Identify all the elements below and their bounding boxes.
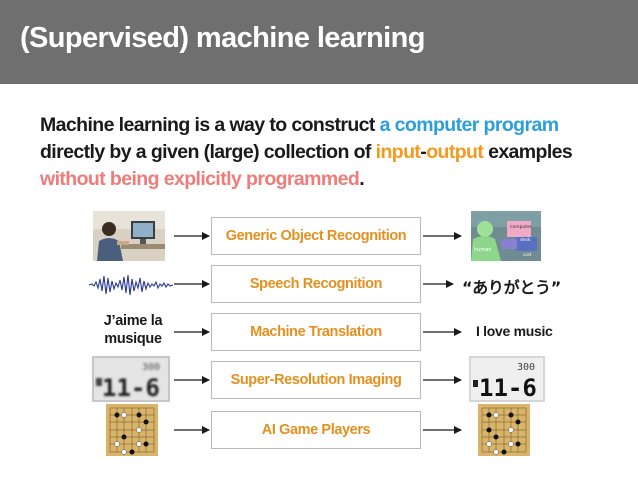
scene-label-desk: desk [520, 237, 531, 243]
intro-text: . [359, 168, 365, 190]
task-super-resolution-imaging: Super-Resolution Imaging [211, 361, 421, 399]
low-resolution-display-image: 300 11-6 [92, 356, 170, 402]
scene-label-cost: cost [523, 252, 532, 257]
low-res-small-number: 300 [142, 362, 160, 373]
intro-text: examples [483, 141, 573, 163]
high-resolution-display-image: 300 11-6 [469, 356, 545, 402]
task-ai-game-players: AI Game Players [211, 411, 421, 449]
translation-input-line-2: musique [104, 331, 162, 347]
highlight-computer-program: a computer program [379, 114, 559, 136]
intro-line-2: directly by a given (large) collection o… [40, 139, 630, 166]
high-res-digits: 11-6 [479, 374, 537, 402]
title-bar: (Supervised) machine learning [0, 0, 638, 84]
segmented-scene-image: computer desk human cost [471, 211, 541, 261]
intro-text: - [420, 141, 427, 163]
person-at-computer-image [93, 211, 165, 261]
scene-label-computer: computer [510, 224, 532, 230]
task-machine-translation: Machine Translation [211, 313, 421, 351]
low-res-digits: 11-6 [102, 374, 160, 402]
audio-waveform-image [89, 274, 173, 296]
intro-line-1: Machine learning is a way to construct a… [40, 112, 630, 139]
task-speech-recognition: Speech Recognition [211, 265, 421, 303]
slide-title: (Supervised) machine learning [20, 22, 425, 54]
translation-input-line-1: J’aime la [103, 313, 163, 329]
high-res-small-number: 300 [517, 362, 535, 373]
intro-text: Machine learning is a way to construct [40, 114, 380, 136]
speech-output-text: “ありがとう” [462, 278, 561, 297]
highlight-not-programmed: without being explicitly programmed [40, 168, 360, 190]
intro-line-3: without being explicitly programmed. [40, 166, 630, 193]
highlight-input: input [375, 141, 421, 163]
highlight-output: output [426, 141, 484, 163]
task-generic-object-recognition: Generic Object Recognition [211, 217, 421, 255]
intro-paragraph: Machine learning is a way to construct a… [40, 112, 630, 193]
intro-text: directly by a given (large) collection o… [40, 141, 376, 163]
go-board-input-image [106, 404, 158, 456]
translation-input-text: J’aime la musique [103, 312, 163, 348]
scene-label-human: human [474, 247, 491, 253]
translation-output-text: I love music [476, 323, 553, 339]
go-board-output-image [478, 404, 530, 456]
